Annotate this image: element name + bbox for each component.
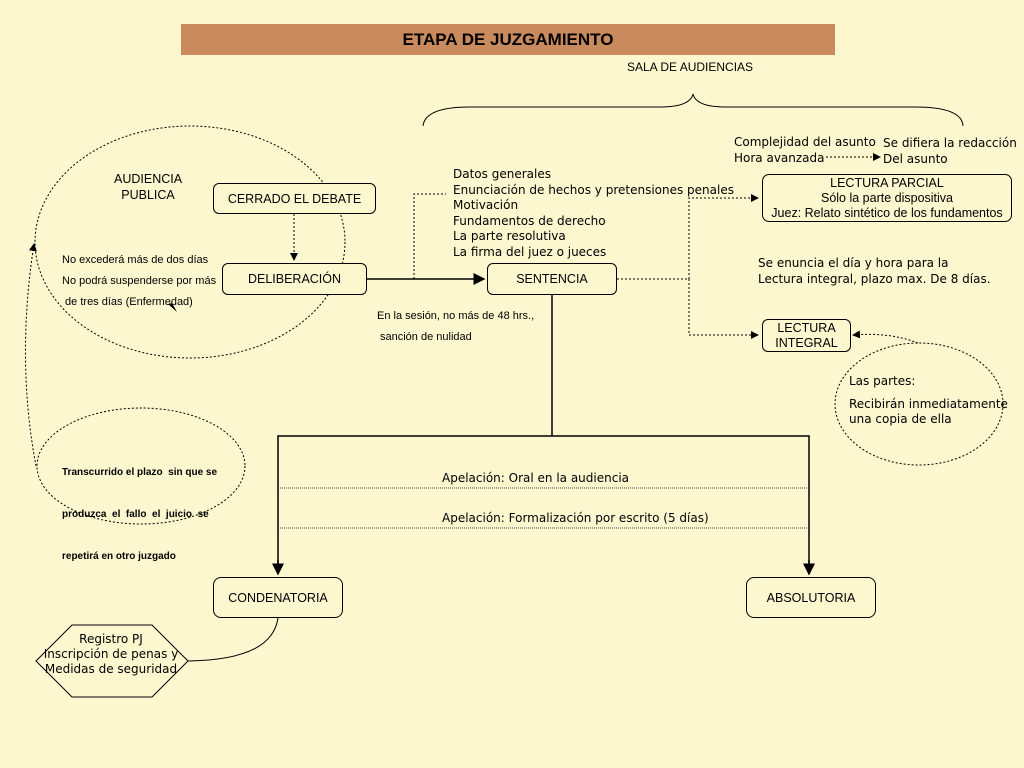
- partes-text: Las partes: Recibirán inmediatamente una…: [849, 374, 1008, 428]
- enuncia-text: Se enuncia el día y hora para la Lectura…: [758, 256, 991, 287]
- complejidad-line: Complejidad del asunto: [734, 135, 876, 149]
- audiencia-line: AUDIENCIA: [114, 172, 183, 186]
- lectura-parcial-line: Juez: Relato sintético de los fundamento…: [771, 205, 1003, 220]
- lectura-integral-line: INTEGRAL: [775, 335, 838, 350]
- transcurrido-line: repetirá en otro juzgado: [62, 551, 176, 562]
- lectura-integral-line: LECTURA: [777, 320, 836, 335]
- sesion-line: En la sesión, no más de 48 hrs.,: [377, 310, 535, 322]
- registro-hexagon: [35, 624, 189, 698]
- hora-line: Hora avanzada: [734, 150, 825, 165]
- partes-line: una copia de ella: [849, 412, 952, 426]
- partes-line: Las partes:: [849, 374, 916, 388]
- registro-line: Inscripción de penas y: [43, 647, 179, 661]
- plazo-line: No podrá suspenderse por más: [62, 275, 217, 287]
- apelacion-oral: Apelación: Oral en la audiencia: [442, 471, 630, 485]
- transcurrido-line: produzca el fallo el juicio se: [62, 509, 209, 520]
- contenido-item: Datos generales: [453, 167, 551, 181]
- plazo-line: No excederá más de dos días: [62, 254, 209, 266]
- sentencia-box: SENTENCIA: [487, 263, 617, 295]
- sentencia-contenido: Datos generales Enunciación de hechos y …: [453, 167, 734, 260]
- arrow-partes-integral: [852, 330, 919, 344]
- datos-bracket: [413, 193, 446, 279]
- lectura-parcial-line: Sólo la parte dispositiva: [820, 190, 954, 205]
- publica-line: PUBLICA: [121, 188, 175, 202]
- plazos-text: No excederá más de dos días No podrá sus…: [62, 250, 216, 313]
- partes-ellipse: [834, 342, 1004, 466]
- arrow-lectura-parcial: [688, 194, 759, 279]
- contenido-item: Enunciación de hechos y pretensiones pen…: [453, 182, 734, 197]
- apelacion-escrito: Apelación: Formalización por escrito (5 …: [442, 511, 709, 525]
- difiera-text: Se difiera la redacción Del asunto: [883, 136, 1017, 167]
- condenatoria-box: CONDENATORIA: [213, 577, 343, 618]
- partes-line: Recibirán inmediatamente: [849, 396, 1008, 411]
- lectura-parcial-title: LECTURA PARCIAL: [830, 175, 944, 190]
- difiera-line: Se difiera la redacción: [883, 136, 1017, 150]
- sala-label: SALA DE AUDIENCIAS: [627, 60, 754, 74]
- absolutoria-box: ABSOLUTORIA: [746, 577, 876, 618]
- contenido-item: Motivación: [453, 198, 519, 212]
- transcurrido-line: Transcurrido el plazo sin que se: [62, 467, 218, 478]
- audiencia-ellipse: [34, 125, 346, 359]
- registro-line: Medidas de seguridad: [44, 662, 178, 676]
- cerrado-debate-box: CERRADO EL DEBATE: [213, 183, 376, 214]
- transcurrido-text: Transcurrido el plazo sin que se produzc…: [62, 438, 217, 578]
- registro-line: Registro PJ: [79, 632, 143, 646]
- appeal-frame: [277, 435, 810, 574]
- registro-text: Registro PJ Inscripción de penas y Medid…: [36, 632, 186, 677]
- audiencia-publica-label: AUDIENCIA PUBLICA: [114, 171, 182, 203]
- page-title: ETAPA DE JUZGAMIENTO: [181, 24, 835, 55]
- contenido-item: La parte resolutiva: [453, 229, 566, 243]
- plazo-line: de tres días (Enfermedad): [62, 296, 193, 308]
- transcurrido-ellipse: [36, 407, 246, 525]
- arrow-transcurrido-audiencia: [24, 243, 37, 467]
- arrow-lectura-integral: [688, 279, 759, 339]
- enuncia-line: Lectura integral, plazo max. De 8 días.: [758, 271, 991, 286]
- contenido-item: La firma del juez o jueces: [453, 244, 607, 259]
- contenido-item: Fundamentos de derecho: [453, 213, 606, 228]
- complejidad-text: Complejidad del asunto Hora avanzada: [734, 135, 876, 166]
- lectura-integral-box: LECTURA INTEGRAL: [762, 319, 851, 352]
- lectura-parcial-box: LECTURA PARCIAL Sólo la parte dispositiv…: [762, 174, 1012, 222]
- sesion-line: sanción de nulidad: [380, 331, 472, 343]
- asunto-line: Del asunto: [883, 151, 948, 166]
- deliberacion-box: DELIBERACIÓN: [222, 263, 367, 295]
- sala-brace: [422, 93, 964, 127]
- sesion-text: En la sesión, no más de 48 hrs., sanción…: [377, 306, 534, 348]
- condenatoria-registro-link: [187, 617, 279, 662]
- enfermedad-arrowhead: [168, 303, 177, 312]
- enuncia-line: Se enuncia el día y hora para la: [758, 256, 949, 270]
